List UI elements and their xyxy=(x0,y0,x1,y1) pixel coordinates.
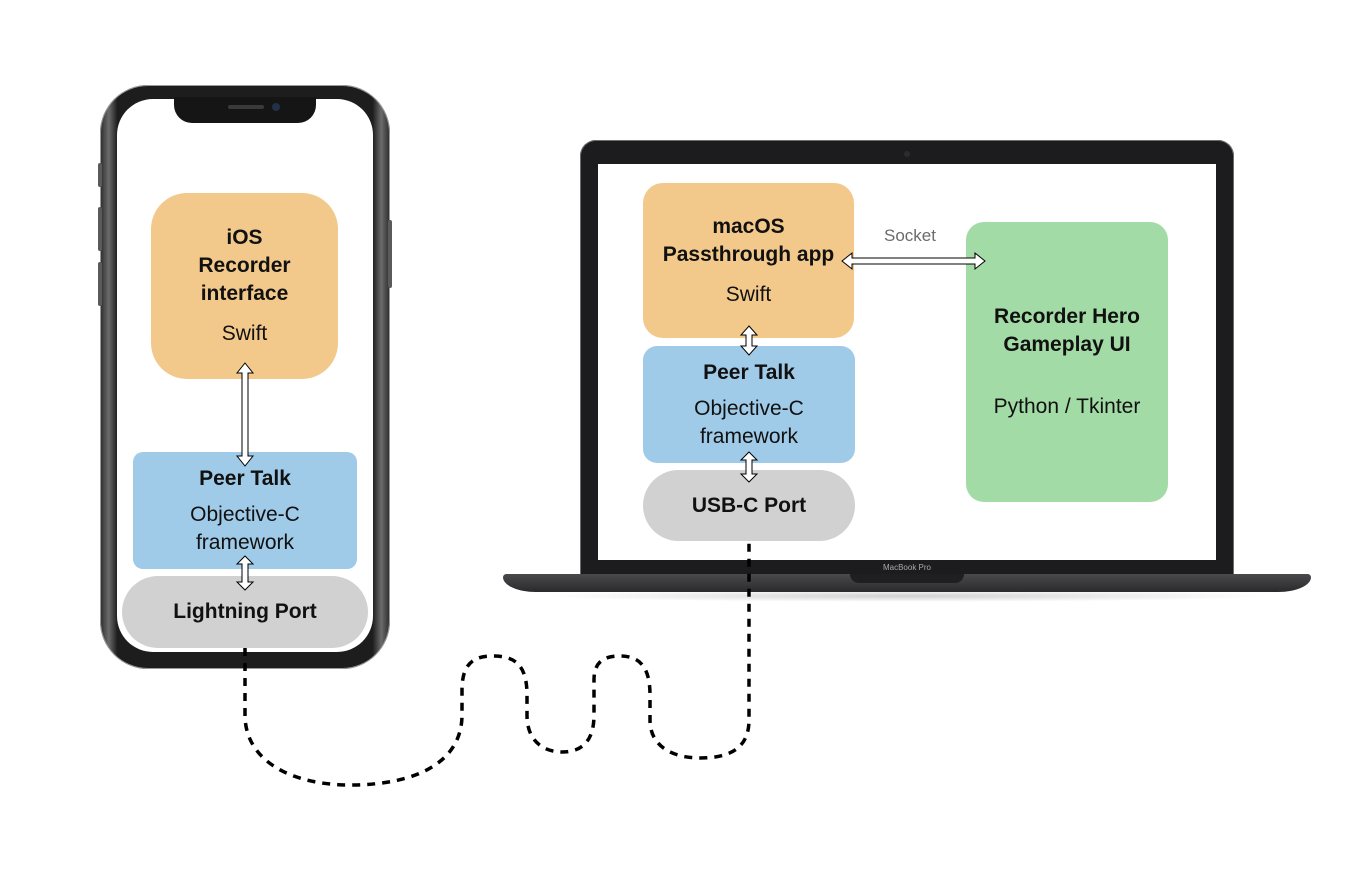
macbook-brand-label: MacBook Pro xyxy=(882,563,932,572)
macbook-camera-icon xyxy=(904,151,910,157)
mac-peertalk-title: Peer Talk xyxy=(703,360,795,384)
mac-peertalk-description: Objective-C framework xyxy=(694,396,804,448)
usbc-port-box: USB-C Port xyxy=(643,470,855,541)
ios-peertalk-box: Peer Talk Objective-C framework xyxy=(133,452,357,569)
iphone-side-button xyxy=(388,220,392,288)
ios-peertalk-port-arrow xyxy=(235,555,255,591)
ios-peertalk-title: Peer Talk xyxy=(199,466,291,490)
macbook-hinge-notch xyxy=(850,574,964,583)
lightning-port-box: Lightning Port xyxy=(122,576,368,648)
recorder-hero-language: Python / Tkinter xyxy=(993,395,1141,418)
iphone-notch xyxy=(174,97,316,123)
mac-peertalk-box: Peer Talk Objective-C framework xyxy=(643,346,855,463)
usb-cable xyxy=(243,543,751,787)
iphone-silent-switch xyxy=(98,163,102,187)
mac-passthrough-peertalk-arrow xyxy=(739,325,759,356)
iphone-volume-up-button xyxy=(98,207,102,251)
ios-recorder-peertalk-arrow xyxy=(235,362,255,467)
macbook-base xyxy=(503,574,1311,592)
ios-recorder-language: Swift xyxy=(221,322,268,345)
ios-recorder-title: iOS Recorder interface xyxy=(198,226,291,305)
iphone-speaker xyxy=(228,105,264,109)
iphone-camera-icon xyxy=(272,103,280,111)
macos-passthrough-title: macOS Passthrough app xyxy=(662,214,835,266)
macos-passthrough-box: macOS Passthrough app Swift xyxy=(643,183,854,338)
socket-label: Socket xyxy=(884,226,936,245)
macos-passthrough-language: Swift xyxy=(725,282,772,306)
mac-peertalk-port-arrow xyxy=(739,451,759,483)
socket-arrow xyxy=(841,251,986,271)
usbc-port-label: USB-C Port xyxy=(691,493,807,517)
lightning-port-label: Lightning Port xyxy=(173,600,317,623)
ios-recorder-box: iOS Recorder interface Swift xyxy=(151,193,338,379)
iphone-volume-down-button xyxy=(98,262,102,306)
ios-peertalk-description: Objective-C framework xyxy=(190,502,300,554)
recorder-hero-title: Recorder Hero Gameplay UI xyxy=(994,305,1140,356)
recorder-hero-box: Recorder Hero Gameplay UI Python / Tkint… xyxy=(966,222,1168,502)
macbook-shadow xyxy=(540,590,1274,602)
